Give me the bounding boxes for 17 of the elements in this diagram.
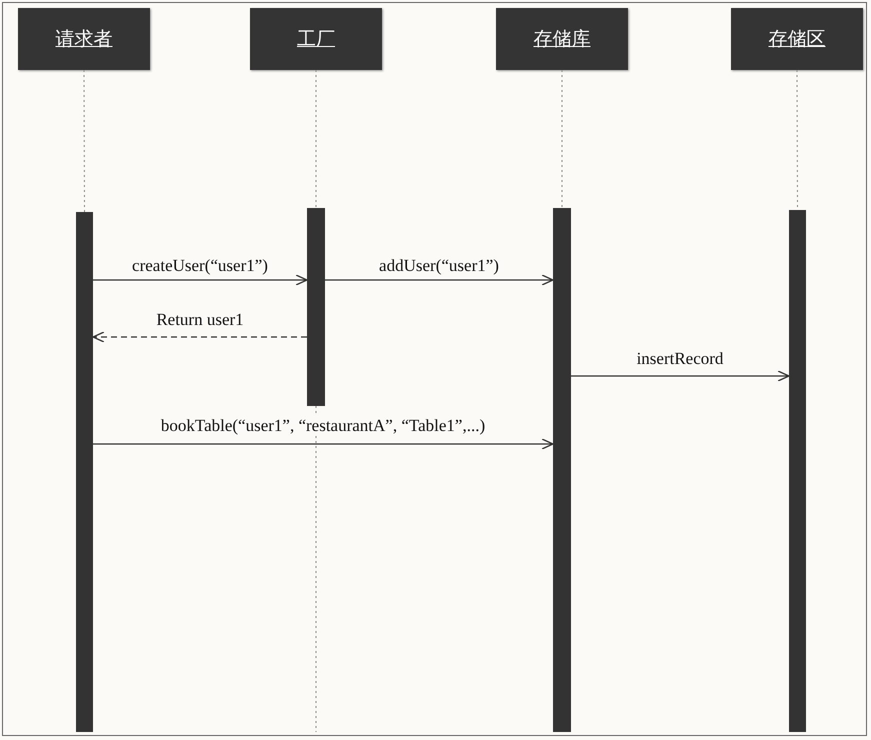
lifeline <box>84 70 85 212</box>
message-arrow <box>92 331 307 343</box>
activation-bar <box>76 212 93 732</box>
message-arrow <box>93 274 308 286</box>
message-arrow <box>325 274 554 286</box>
participant-box: 存储区 <box>731 8 863 70</box>
participant-box: 工厂 <box>250 8 382 70</box>
activation-bar <box>553 208 571 732</box>
activation-bar <box>789 210 806 732</box>
message-label: createUser(“user1”) <box>130 256 270 276</box>
message-label: addUser(“user1”) <box>377 256 501 276</box>
participant-box: 存储库 <box>496 8 628 70</box>
message-label: bookTable(“user1”, “restaurantA”, “Table1”,...) <box>158 416 488 436</box>
message-arrow <box>571 370 790 382</box>
activation-bar <box>307 208 325 406</box>
message-arrow <box>93 438 554 450</box>
participant-box: 请求者 <box>18 8 150 70</box>
